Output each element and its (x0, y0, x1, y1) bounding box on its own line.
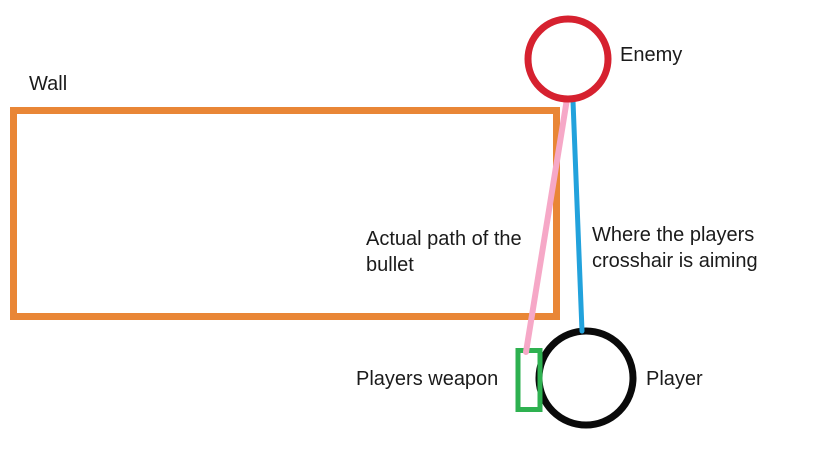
actual-bullet-path-label: Actual path of the bullet (366, 228, 528, 276)
players-weapon-label: Players weapon (356, 368, 499, 390)
enemy-circle (524, 15, 612, 103)
crosshair-aim-line (570, 98, 585, 334)
wall-rectangle (10, 107, 560, 320)
player-circle (535, 327, 637, 429)
player-label: Player (646, 368, 703, 390)
crosshair-aim-label: Where the players crosshair is aiming (592, 224, 760, 272)
enemy-label: Enemy (620, 44, 683, 66)
actual-bullet-path-line (523, 96, 570, 355)
wall-label: Wall (29, 73, 68, 95)
